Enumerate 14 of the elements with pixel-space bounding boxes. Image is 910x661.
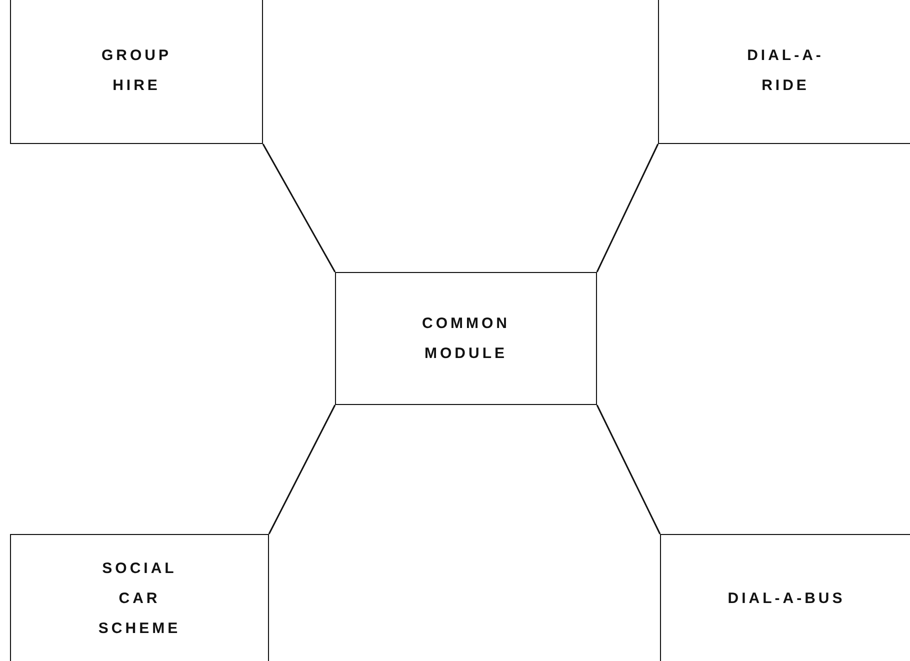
connector-line bbox=[596, 404, 661, 534]
box-label: COMMON MODULE bbox=[421, 314, 511, 364]
process-box bbox=[10, 534, 269, 661]
process-box bbox=[335, 272, 597, 405]
connector-line bbox=[596, 144, 659, 272]
process-box bbox=[10, 0, 263, 144]
connector-line bbox=[268, 404, 336, 534]
box-label: GROUP HIRE bbox=[100, 46, 172, 96]
box-label: DIAL-A-BUS bbox=[728, 589, 846, 609]
process-box bbox=[658, 0, 910, 144]
process-box bbox=[660, 534, 910, 661]
connector-line bbox=[262, 144, 336, 272]
box-label: SOCIAL CAR SCHEME bbox=[97, 559, 182, 639]
box-label: DIAL-A-RIDE bbox=[746, 46, 825, 96]
